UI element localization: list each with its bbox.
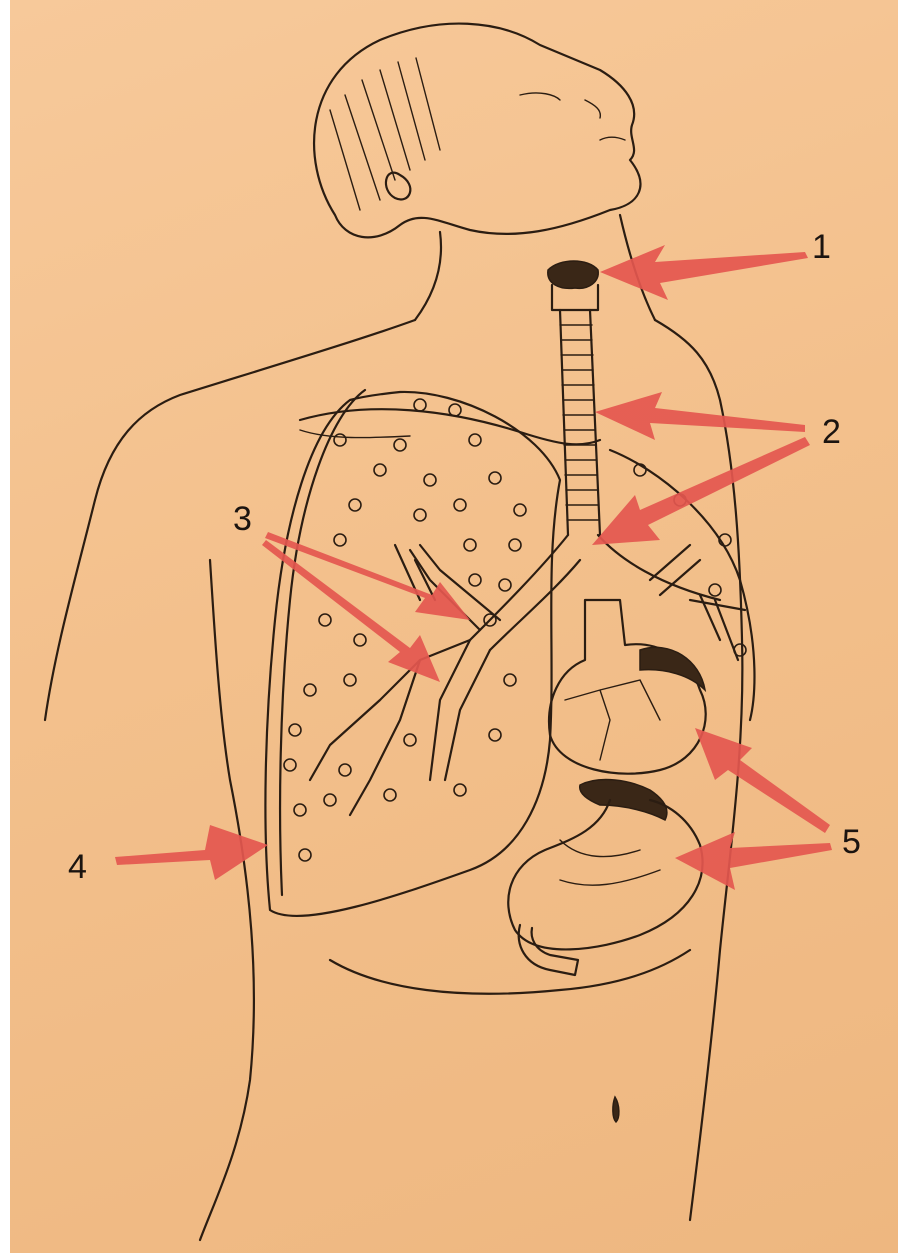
torso-outline — [45, 320, 742, 1240]
arrow-1 — [600, 245, 808, 300]
arrow-2a — [595, 392, 805, 440]
label-3: 3 — [233, 500, 252, 539]
arrow-3a — [265, 532, 470, 620]
trachea — [548, 261, 600, 535]
label-1: 1 — [812, 228, 831, 267]
arrow-2b — [592, 437, 810, 545]
label-2: 2 — [822, 413, 841, 452]
navel — [613, 1097, 619, 1122]
heart — [549, 600, 706, 774]
diaphragm-line — [330, 950, 690, 994]
lungs — [265, 390, 754, 916]
alveoli — [284, 399, 746, 861]
head — [314, 24, 640, 238]
arrow-5a — [695, 728, 830, 833]
arrows — [115, 245, 832, 890]
label-5: 5 — [842, 823, 861, 862]
stomach — [508, 780, 702, 975]
label-4: 4 — [68, 848, 87, 887]
